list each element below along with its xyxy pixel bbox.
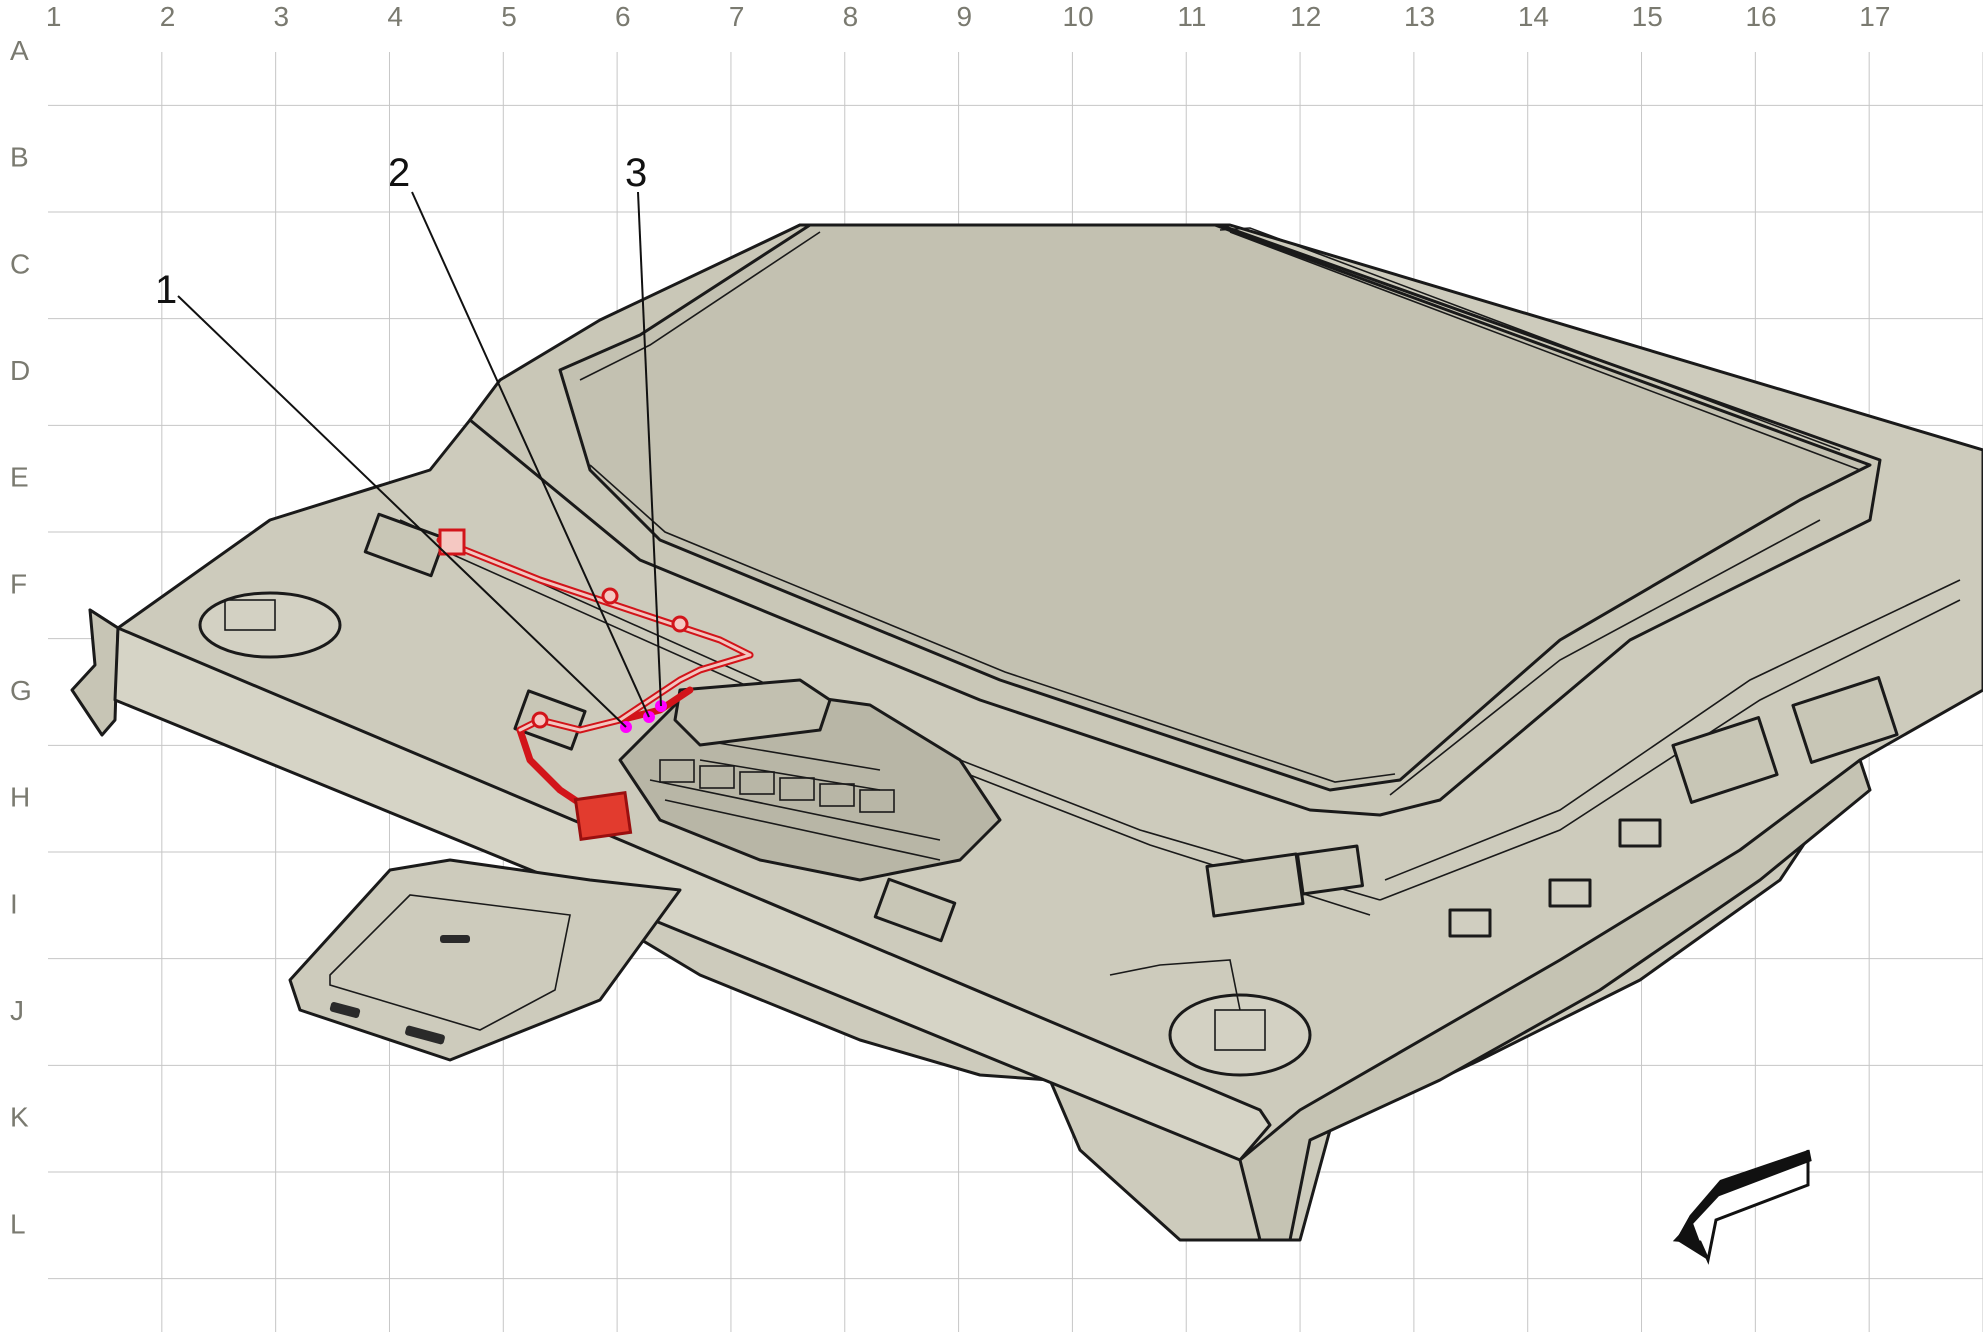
rear-glass-strip (1219, 227, 1841, 796)
grid-column-label: 17 (1859, 1, 1890, 32)
callout-3: 3 (625, 151, 662, 707)
sunroof-glass (558, 223, 1872, 792)
sunroof-motor (673, 678, 832, 747)
grid-row-label: H (10, 782, 30, 813)
harness-clip-b (671, 615, 689, 633)
callout-3-label: 3 (625, 151, 647, 195)
grid-column-label: 16 (1745, 1, 1776, 32)
grid-column-label: 5 (501, 1, 517, 32)
arrow-icon (1672, 1149, 1812, 1265)
grid-column-label: 8 (843, 1, 859, 32)
callout-1: 1 (155, 268, 627, 728)
grid-row-label: G (10, 675, 32, 706)
grid-column-label: 9 (956, 1, 972, 32)
grid-row-label: C (10, 248, 30, 279)
grid-column-label: 10 (1063, 1, 1094, 32)
front-dome-lamp (198, 591, 342, 659)
grid-column-label: 6 (615, 1, 631, 32)
harness-connector-clip (438, 528, 466, 556)
callout-2: 2 (388, 151, 650, 718)
headliner-clips (1448, 818, 1662, 938)
harness-clip-c (531, 711, 549, 729)
grid-row-label: D (10, 355, 30, 386)
grid-row-label: I (10, 888, 18, 919)
grid-column-label: 11 (1177, 1, 1206, 32)
headliner-left-flap (70, 608, 120, 737)
callout-2-label: 2 (388, 151, 410, 195)
grid-row-labels: A B C D E F G H I J K L (10, 35, 32, 1239)
grid-row-label: J (10, 995, 24, 1026)
grid-row-label: E (10, 462, 29, 493)
grid-column-label: 2 (160, 1, 176, 32)
grid-column-label: 14 (1518, 1, 1549, 32)
grid-row-label: K (10, 1102, 29, 1133)
side-rail-right (1379, 579, 1961, 901)
grid-column-label: 3 (274, 1, 290, 32)
grid-column-label: 7 (729, 1, 745, 32)
sunroof-wiring-harness (436, 528, 754, 841)
grid-row-label: B (10, 142, 29, 173)
console-cover-inner (329, 894, 571, 1031)
console-cover (288, 858, 682, 1062)
harness-clip-a (601, 587, 619, 605)
grid-column-label: 12 (1290, 1, 1321, 32)
grid-column-label: 4 (387, 1, 403, 32)
callout-1-label: 1 (155, 268, 177, 312)
headliner-assembly (70, 223, 1983, 1242)
grid-column-label: 15 (1632, 1, 1663, 32)
grid-row-label: F (10, 568, 27, 599)
rear-dome-lamp (1109, 959, 1312, 1077)
grid-row-label: A (10, 35, 29, 66)
harness-main-connector (573, 791, 633, 841)
console-detail (649, 739, 941, 861)
grid-column-label: 13 (1404, 1, 1435, 32)
grid-column-label: 1 (46, 1, 62, 32)
headliner-front-edge (113, 626, 1272, 1162)
console-switches (659, 759, 895, 813)
grid-row-label: L (10, 1208, 26, 1239)
console-cover-vents (329, 935, 470, 1045)
sunroof-glass-inner-edge (579, 231, 1861, 783)
headliner-rear-lip (1238, 758, 1872, 1242)
